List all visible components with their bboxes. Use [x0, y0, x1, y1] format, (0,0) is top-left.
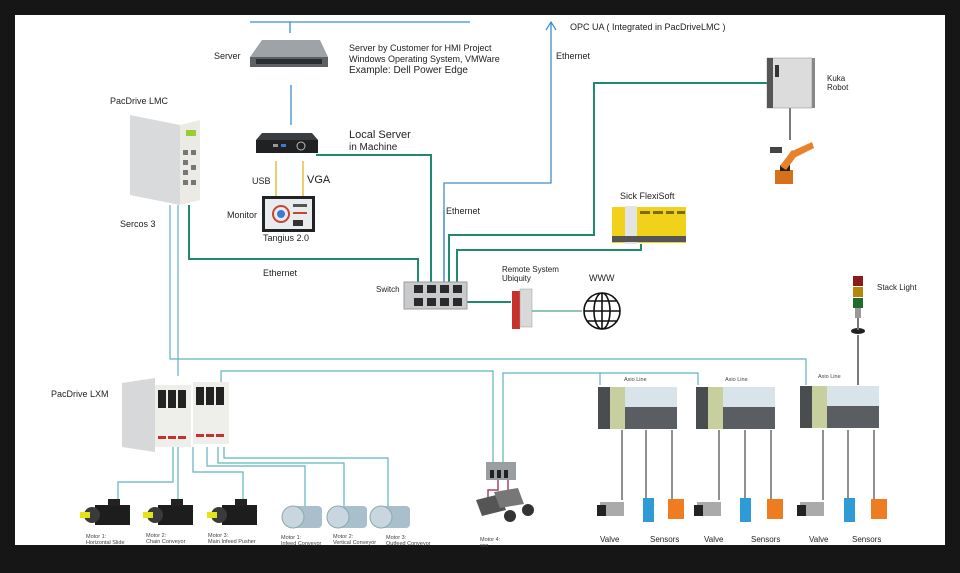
- wire-sercos-lxm-out: [220, 370, 494, 462]
- ethernet-links: [188, 82, 767, 303]
- kuka-label-2: Robot: [827, 83, 849, 92]
- usb-vga-links: [275, 161, 304, 196]
- axio-line-module-icon-3: [800, 386, 879, 428]
- wire-sick-switch: [456, 244, 642, 288]
- sensor-orange-icon-2: [767, 499, 783, 519]
- sensors-label: Sensors: [650, 535, 680, 544]
- server-note-line-1: Server by Customer for HMI Project: [349, 43, 492, 53]
- tangius-label: Tangius 2.0: [263, 233, 310, 243]
- motor-label: Motor 2:Chain Conveyor: [146, 533, 186, 546]
- wire-kuka-switch: [448, 82, 767, 288]
- wire-lxm-m5: [217, 447, 345, 515]
- www-globe-icon: [583, 292, 621, 330]
- opc-ua-arrow-icon: [545, 20, 557, 31]
- remote-system-icon: [512, 288, 533, 329]
- ethernet-label-top: Ethernet: [556, 51, 591, 61]
- rack-server-icon: [250, 40, 328, 67]
- sick-flexisoft-label: Sick FlexiSoft: [620, 191, 675, 201]
- servo-motor-icon-3: [207, 499, 257, 525]
- remote-system-label-1: Remote System: [502, 265, 559, 274]
- sensor-blue-icon-2: [740, 498, 751, 522]
- wire-sercos-axio-1: [502, 372, 601, 462]
- valve-icon-2: [694, 502, 721, 516]
- sercos-links: [117, 205, 807, 515]
- motor-label: Motor 3:Main Infeed Pusher: [208, 533, 256, 546]
- wire-lxm-m4: [206, 447, 306, 515]
- wire-sercos-axio-2: [600, 372, 699, 385]
- integrated-motor-icon: [476, 462, 534, 522]
- axio-line-label-2: Axio Line: [725, 377, 748, 383]
- wire-lxm-m1: [117, 447, 174, 500]
- local-server-icon: [256, 133, 318, 153]
- local-server-label-1: Local Server: [349, 129, 411, 141]
- ethernet-label-mid: Ethernet: [446, 206, 481, 216]
- wire-lmc-switch: [188, 205, 419, 288]
- sensor-orange-icon-1: [668, 499, 684, 519]
- wire-local-server-switch: [316, 154, 432, 288]
- kuka-controller-icon: [766, 57, 815, 109]
- opc-ua-label: OPC UA ( Integrated in PacDriveLMC ): [570, 22, 726, 32]
- axio-line-module-icon-1: [598, 387, 677, 429]
- wire-lxm-m3: [192, 447, 244, 500]
- axio-line-label-3: Axio Line: [818, 374, 841, 380]
- monitor-icon: [262, 196, 315, 232]
- servo-motor-icon-1: [80, 499, 130, 525]
- monitor-label: Monitor: [227, 210, 258, 220]
- sensors-label: Sensors: [751, 535, 781, 544]
- server-note-line-3: Example: Dell Power Edge: [349, 65, 468, 76]
- local-server-label-2: in Machine: [349, 142, 398, 153]
- async-motor-icon-1: [281, 505, 322, 529]
- server-note-line-2: Windows Operating System, VMWare: [349, 54, 500, 64]
- valve-label: Valve: [600, 535, 620, 544]
- pacdrive-lxm-label: PacDrive LXM: [51, 389, 109, 399]
- valve-icon-1: [597, 502, 624, 516]
- motor-label: Motor 2:Vertical Conveyor: [333, 534, 377, 547]
- motor-label: Motor 1:Horizontal Slide: [86, 534, 125, 547]
- axio-line-module-icon-2: [696, 387, 775, 429]
- switch-label: Switch: [376, 285, 400, 294]
- async-motor-icon-2: [326, 505, 367, 529]
- sick-flexisoft-icon: [612, 206, 686, 244]
- servo-motor-icon-2: [143, 499, 193, 525]
- motor-label: Motor 3:Outfeed Conveyor: [386, 535, 431, 548]
- async-motor-icon-3: [369, 505, 410, 529]
- axio-line-label-1: Axio Line: [624, 377, 647, 383]
- sensors-label: Sensors: [852, 535, 882, 544]
- wire-sercos-1: [169, 205, 807, 385]
- ethernet-label-bottom: Ethernet: [263, 268, 298, 278]
- sensor-blue-icon-3: [844, 498, 855, 522]
- switch-icon: [403, 281, 468, 310]
- kuka-robot-icon: [770, 142, 814, 184]
- server-label: Server: [214, 51, 241, 61]
- io-wires: [621, 430, 875, 500]
- pacdrive-lmc-icon: [130, 115, 200, 205]
- sensor-orange-icon-3: [871, 499, 887, 519]
- wire-lxm-m6: [223, 447, 389, 515]
- usb-label: USB: [252, 176, 271, 186]
- pacdrive-lmc-label: PacDrive LMC: [110, 96, 169, 106]
- www-label: WWW: [589, 273, 615, 283]
- sercos-label: Sercos 3: [120, 219, 156, 229]
- pacdrive-lxm-icon: [122, 378, 229, 452]
- stack-light-label: Stack Light: [877, 283, 917, 292]
- kuka-label-1: Kuka: [827, 74, 846, 83]
- valve-label: Valve: [704, 535, 724, 544]
- valve-icon-3: [797, 502, 824, 516]
- remote-system-label-2: Ubiquity: [502, 274, 531, 283]
- sensor-blue-icon-1: [643, 498, 654, 522]
- motor-label: Motor 4:xxx: [480, 537, 501, 550]
- stack-light-icon: [851, 276, 865, 334]
- valve-label: Valve: [809, 535, 829, 544]
- vga-label: VGA: [307, 174, 331, 186]
- server-links: [250, 21, 552, 288]
- motor-label: Motor 1:Infeed Conveyor: [281, 535, 322, 548]
